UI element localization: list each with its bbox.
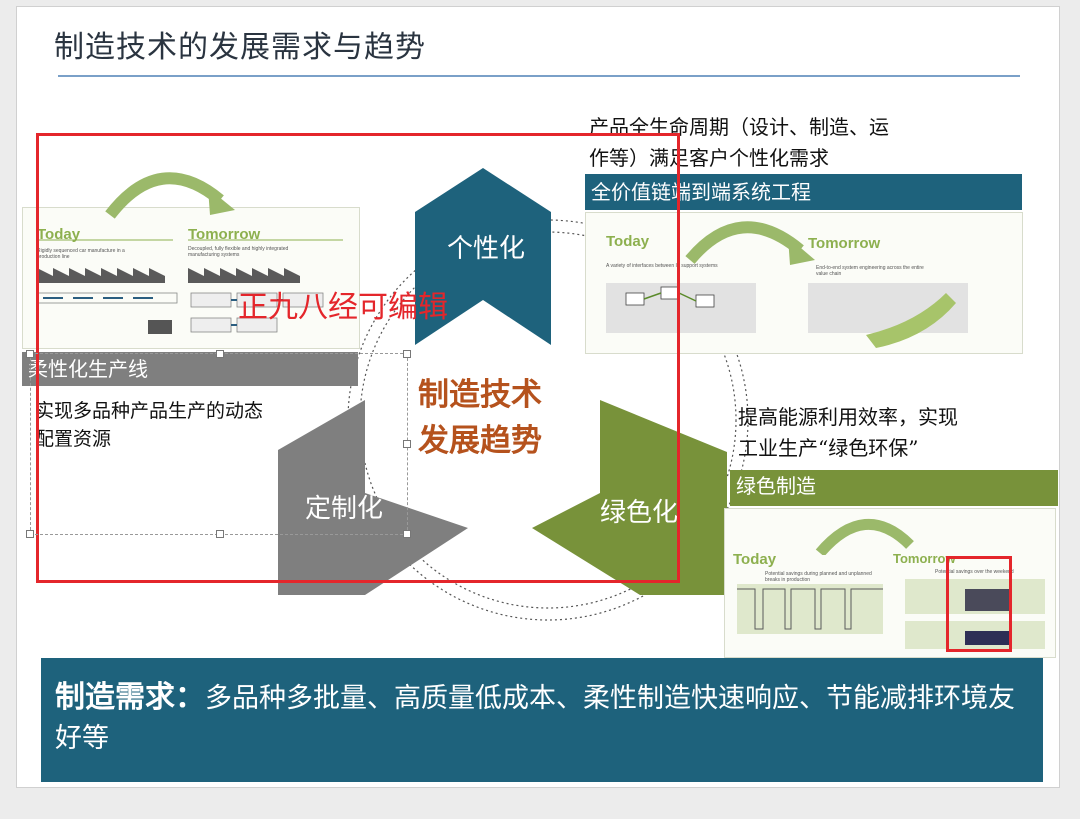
resize-handle-r[interactable] <box>403 440 411 448</box>
right-desc-line2: 工业生产“绿色环保” <box>738 436 919 460</box>
left-tomorrow-label: Tomorrow <box>188 226 261 243</box>
top-curve-arrow <box>685 221 815 265</box>
right-today-label: Today <box>733 551 777 568</box>
top-tomorrow-label: Tomorrow <box>808 235 881 252</box>
top-panel-bar: 全价值链端到端系统工程 <box>585 174 1022 210</box>
watermark-text: 正九八经可编辑 <box>238 290 448 325</box>
hex-left-shape <box>278 400 468 595</box>
requirements-text: 多品种多批量、高质量低成本、柔性制造快速响应、节能减排环境友好等 <box>55 683 1015 754</box>
top-today-caption: A variety of interfaces between IT suppo… <box>606 263 718 269</box>
right-panel-bar: 绿色制造 <box>730 470 1058 506</box>
resize-handle-br[interactable] <box>403 530 411 538</box>
right-tomorrow-caption: Potential savings over the weekend <box>935 569 1014 575</box>
resize-handle-tr[interactable] <box>403 350 411 358</box>
hex-top-shape <box>415 168 551 345</box>
energy-chart-sketch <box>737 579 1045 649</box>
left-today-caption: Rigidly sequenced car manufacture in a p… <box>37 248 125 260</box>
highlight-box-small <box>946 556 1012 652</box>
right-desc-line1: 提高能源利用效率，实现 <box>738 405 958 429</box>
top-desc-line2: 作等）满足客户个性化需求 <box>589 146 829 170</box>
hex-right-label: 绿色化 <box>600 498 679 528</box>
right-tomorrow-label: Tomorrow <box>893 551 956 566</box>
center-label-line2: 发展趋势 <box>418 423 542 459</box>
hex-top-label: 个性化 <box>447 234 526 264</box>
resize-handle-tl[interactable] <box>26 350 34 358</box>
requirements-heading: 制造需求： <box>55 680 205 715</box>
value-chain-sketch <box>606 283 968 348</box>
factory-sketch <box>36 239 343 334</box>
highlight-box-large <box>36 133 680 583</box>
left-tomorrow-caption: Decoupled, fully flexible and highly int… <box>188 246 289 258</box>
left-desc-line2: 配置资源 <box>35 428 112 450</box>
left-curve-arrow <box>105 172 235 219</box>
center-label-line1: 制造技术 <box>418 377 542 413</box>
requirements-banner: 制造需求：多品种多批量、高质量低成本、柔性制造快速响应、节能减排环境友好等 <box>41 658 1043 782</box>
value-chain-image: Today Tomorrow A variety of interfaces b… <box>585 212 1023 354</box>
page-title: 制造技术的发展需求与趋势 <box>54 30 426 65</box>
left-panel-bar: 柔性化生产线 <box>22 352 358 386</box>
left-today-label: Today <box>37 226 81 243</box>
resize-handle-bl[interactable] <box>26 530 34 538</box>
right-curve-arrow <box>815 518 914 555</box>
hex-left-label: 定制化 <box>305 494 384 524</box>
resize-handle-b[interactable] <box>216 530 224 538</box>
flexible-line-image: Today Tomorrow Rigidly sequenced car man… <box>22 207 360 349</box>
selection-frame[interactable] <box>30 353 408 535</box>
top-tomorrow-caption: End-to-end system engineering across the… <box>816 265 924 277</box>
resize-handle-t[interactable] <box>216 350 224 358</box>
top-today-label: Today <box>606 233 650 250</box>
right-today-caption: Potential savings during planned and unp… <box>765 571 872 583</box>
title-underline <box>58 75 1020 77</box>
green-manufacturing-image: Today Tomorrow Potential savings during … <box>724 508 1056 658</box>
left-desc-line1: 实现多品种产品生产的动态 <box>35 400 264 422</box>
